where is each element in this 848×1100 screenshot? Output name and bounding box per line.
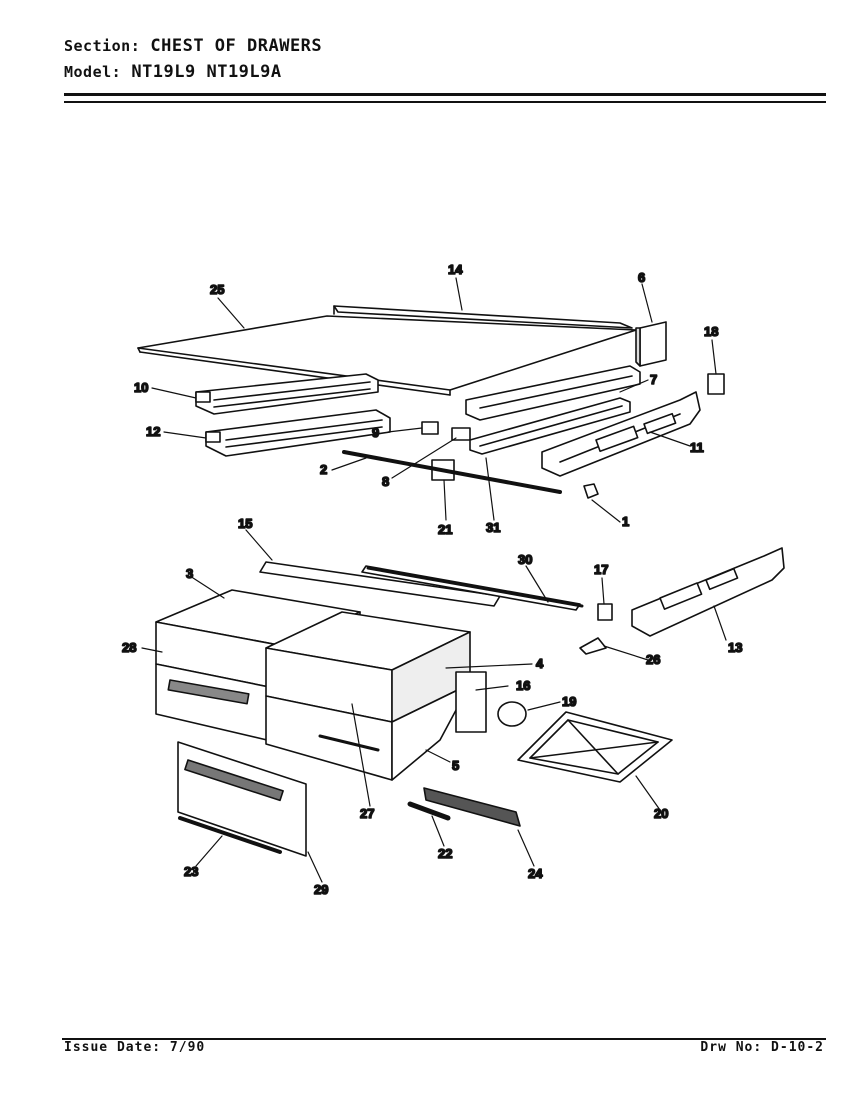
leader-lines	[141, 277, 727, 883]
section-value: CHEST OF DRAWERS	[150, 36, 323, 56]
header-rule-thin	[64, 101, 826, 103]
callout-3: 3	[186, 566, 193, 581]
callout-6: 6	[638, 270, 645, 285]
part-rod	[342, 450, 562, 494]
callout-10: 10	[134, 380, 148, 395]
callout-16: 16	[516, 678, 530, 693]
part-block-9	[421, 421, 439, 435]
part-right-drawer	[265, 611, 471, 781]
part-clip-17	[597, 603, 613, 621]
callout-1: 1	[622, 514, 629, 529]
callout-4: 4	[536, 656, 544, 671]
callout-5: 5	[452, 758, 459, 773]
part-left-rail-lower	[205, 409, 391, 457]
callout-12: 12	[146, 424, 160, 439]
part-rear-rail	[333, 305, 633, 329]
callout-29: 29	[314, 882, 328, 897]
callout-19: 19	[562, 694, 576, 709]
callout-24: 24	[528, 866, 543, 881]
part-frame	[517, 711, 673, 783]
part-slide-24	[423, 787, 521, 827]
section-label: Section:	[64, 37, 141, 55]
part-end-cap	[635, 321, 667, 367]
callout-14: 14	[448, 262, 463, 277]
callout-9: 9	[372, 425, 379, 440]
drawing-number: Drw No: D-10-2	[700, 1040, 824, 1055]
callout-17: 17	[594, 562, 608, 577]
callout-18: 18	[704, 324, 718, 339]
callout-30: 30	[518, 552, 532, 567]
part-right-rail-bracket	[631, 547, 785, 637]
callout-22: 22	[438, 846, 452, 861]
part-pin-22	[407, 801, 451, 821]
section-heading: Section: CHEST OF DRAWERS	[64, 36, 322, 56]
callout-20: 20	[654, 806, 668, 821]
model-value: NT19L9 NT19L9A	[131, 62, 282, 82]
part-strip-23	[178, 816, 282, 854]
callout-8: 8	[382, 474, 389, 489]
part-bumper	[497, 701, 527, 727]
issue-date: Issue Date: 7/90	[64, 1040, 206, 1055]
part-cam-26	[579, 637, 607, 655]
header-rule-thick	[64, 93, 826, 96]
part-left-rail-upper	[195, 373, 379, 415]
callout-13: 13	[728, 640, 742, 655]
callout-11: 11	[690, 440, 704, 455]
callout-27: 27	[360, 806, 374, 821]
part-cam-1	[583, 483, 599, 499]
callout-26: 26	[646, 652, 660, 667]
model-heading: Model: NT19L9 NT19L9A	[64, 62, 282, 82]
callout-28: 28	[122, 640, 136, 655]
part-clip-18	[707, 373, 725, 395]
part-slide-rail	[469, 397, 631, 455]
part-block-8	[451, 427, 471, 441]
callout-21: 21	[438, 522, 452, 537]
part-right-bracket	[541, 391, 701, 477]
callout-25: 25	[210, 282, 224, 297]
part-drawer-front	[177, 741, 307, 857]
callout-2: 2	[320, 462, 327, 477]
model-label: Model:	[64, 63, 122, 81]
callout-15: 15	[238, 516, 252, 531]
callout-23: 23	[184, 864, 198, 879]
part-side-panel	[455, 671, 487, 733]
callout-31: 31	[486, 520, 500, 535]
footer-rule	[62, 1038, 826, 1040]
callout-7: 7	[650, 372, 657, 387]
